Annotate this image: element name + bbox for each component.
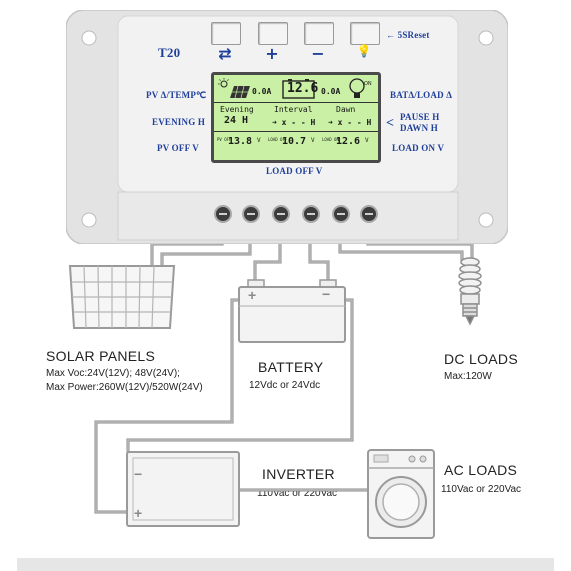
inverter-spec: 110Vac or 220Vac [257, 488, 338, 499]
minus-icon: − [311, 44, 325, 63]
terminal-battery-neg [302, 205, 320, 223]
terminal-battery-pos [272, 205, 290, 223]
label-pv-off: PV OFF V [157, 143, 199, 153]
minus-button[interactable] [304, 22, 334, 45]
label-pause: PAUSE H [400, 112, 440, 122]
terminal-solar-neg [242, 205, 260, 223]
inverter-title: INVERTER [262, 466, 335, 482]
battery-spec: 12Vdc or 24Vdc [249, 380, 321, 391]
lcd-tag-load-off: LOAD OFF [268, 137, 288, 142]
ac-loads-title: AC LOADS [444, 462, 518, 478]
plus-button[interactable] [258, 22, 288, 45]
model-label: T20 [158, 45, 181, 60]
lcd-interval-hours: ➜ x - - H [272, 118, 316, 127]
mode-icon: ⇄ [218, 44, 232, 63]
label-load-on: LOAD ON V [392, 143, 445, 153]
plus-icon: + [265, 44, 279, 63]
mode-button[interactable] [211, 22, 241, 45]
battery-minus: − [322, 286, 331, 302]
lcd-pv-current: 0.0A [252, 87, 272, 96]
label-pv-temp: PV Δ/TEMP℃ [146, 90, 207, 100]
label-evening: EVENING H [152, 117, 206, 127]
battery-title: BATTERY [258, 359, 324, 375]
washing-machine-icon [367, 449, 435, 539]
lcd-dawn-hours: ➜ x - - H [328, 118, 372, 127]
lcd-header-dawn: Dawn [336, 105, 356, 114]
lcd-header-interval: Interval [274, 105, 313, 114]
solar-panel-icon [68, 265, 176, 329]
terminal-load-neg [360, 205, 378, 223]
dc-loads-spec: Max:120W [444, 371, 492, 382]
battery-lcd-icon [282, 79, 315, 99]
lcd-display: 0.0A 12.6 0.0A ON Evening Interval Dawn … [211, 72, 381, 163]
light-button[interactable] [350, 22, 380, 45]
solar-panels-power: Max Power:260W(12V)/520W(24V) [46, 382, 203, 393]
label-dawn: DAWN H [400, 123, 438, 133]
lcd-load-off-value: 10.7 [282, 136, 307, 147]
lcd-unit-v: V [311, 137, 315, 144]
bulb-icon: 💡 [356, 44, 372, 58]
lcd-load-on-value: 12.6 [336, 136, 361, 147]
lcd-tag-load-on: LOAD ON [322, 137, 339, 142]
footer-strip [17, 558, 554, 571]
dc-loads-title: DC LOADS [444, 351, 518, 367]
lcd-battery-voltage: 12.6 [287, 81, 319, 96]
lcd-header-evening: Evening [220, 105, 254, 114]
bulb-lcd-icon: ON [349, 78, 372, 98]
inverter-plus: + [134, 505, 143, 521]
svg-text:ON: ON [364, 81, 372, 87]
lcd-pv-off-value: 13.8 [228, 136, 253, 147]
wire-inverter-ac [240, 488, 370, 492]
label-bat-load: BATΔ/LOAD Δ [390, 90, 453, 100]
lcd-unit-v: V [257, 137, 261, 144]
chevron-left-icon: < [386, 116, 395, 131]
reset-hint: ← 5SReset [386, 30, 430, 40]
solar-panels-title: SOLAR PANELS [46, 348, 156, 364]
ac-loads-spec: 110Vac or 220Vac [441, 484, 522, 495]
battery-icon [238, 279, 346, 343]
inverter-icon [126, 451, 240, 527]
lcd-unit-v: V [365, 137, 369, 144]
solar-panels-voc: Max Voc:24V(12V); 48V(24V); [46, 368, 180, 379]
cfl-bulb-icon [458, 257, 482, 326]
label-load-off: LOAD OFF V [266, 166, 323, 176]
lcd-load-current: 0.0A [321, 87, 341, 96]
inverter-minus: − [134, 466, 143, 482]
battery-plus: + [248, 287, 257, 303]
terminal-load-pos [332, 205, 350, 223]
sun-panel-icon [218, 78, 250, 99]
lcd-tag-pv-off: PV OFF [217, 137, 232, 142]
terminal-solar-pos [214, 205, 232, 223]
lcd-evening-hours: 24 H [224, 115, 249, 126]
